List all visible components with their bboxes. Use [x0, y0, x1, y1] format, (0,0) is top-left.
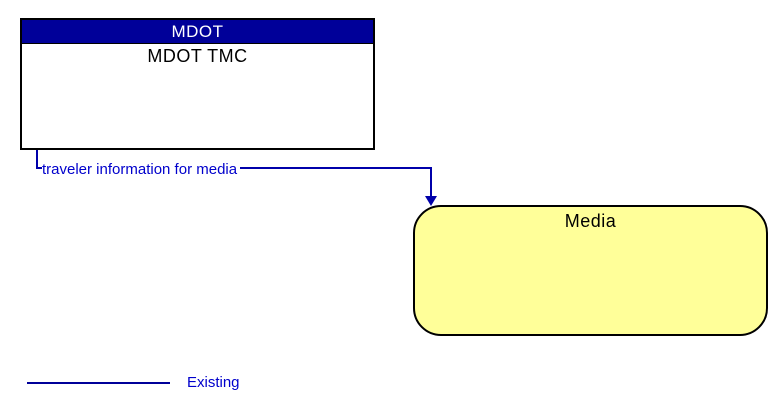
flow-line-vertical-to-target	[430, 167, 432, 197]
flow-line-horizontal	[240, 167, 432, 169]
entity-header-mdot: MDOT	[22, 20, 373, 44]
terminator-box-media[interactable]: Media	[413, 205, 768, 336]
flow-label-traveler-information-for-media[interactable]: traveler information for media	[42, 161, 238, 178]
flow-line-vertical-from-source	[36, 150, 38, 169]
legend-existing-line	[27, 382, 170, 384]
entity-label-mdot-tmc: MDOT TMC	[147, 46, 248, 66]
flow-line-elbow-foot	[36, 167, 42, 169]
terminator-label-media: Media	[564, 211, 617, 231]
entity-box-mdot-tmc[interactable]: MDOT MDOT TMC	[20, 18, 375, 150]
flow-arrowhead-icon	[425, 196, 437, 206]
legend-existing-label: Existing	[187, 374, 240, 391]
